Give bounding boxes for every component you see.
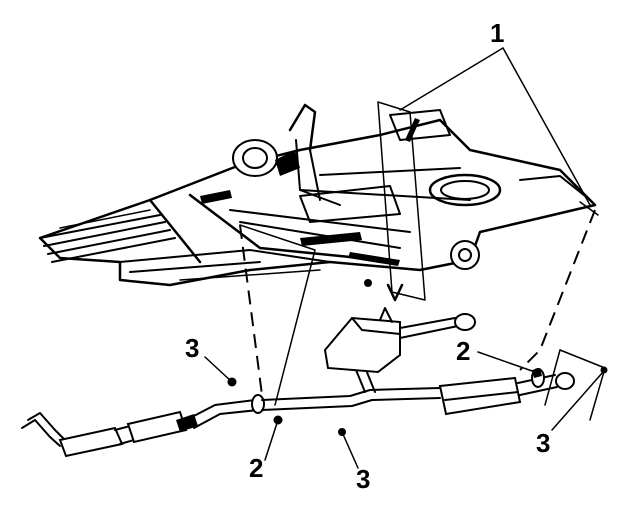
vehicle-underbody [38, 103, 597, 302]
exhaust-system [21, 307, 608, 458]
callout-3-bottom: 3 [356, 464, 371, 494]
indicator-lines [239, 101, 599, 406]
leader-lines [204, 47, 604, 469]
callout-3-right: 3 [536, 428, 551, 458]
callout-3-left: 3 [185, 333, 200, 363]
callout-2-right: 2 [456, 336, 471, 366]
callout-1: 1 [490, 18, 505, 48]
callout-2-bottom: 2 [249, 453, 264, 483]
